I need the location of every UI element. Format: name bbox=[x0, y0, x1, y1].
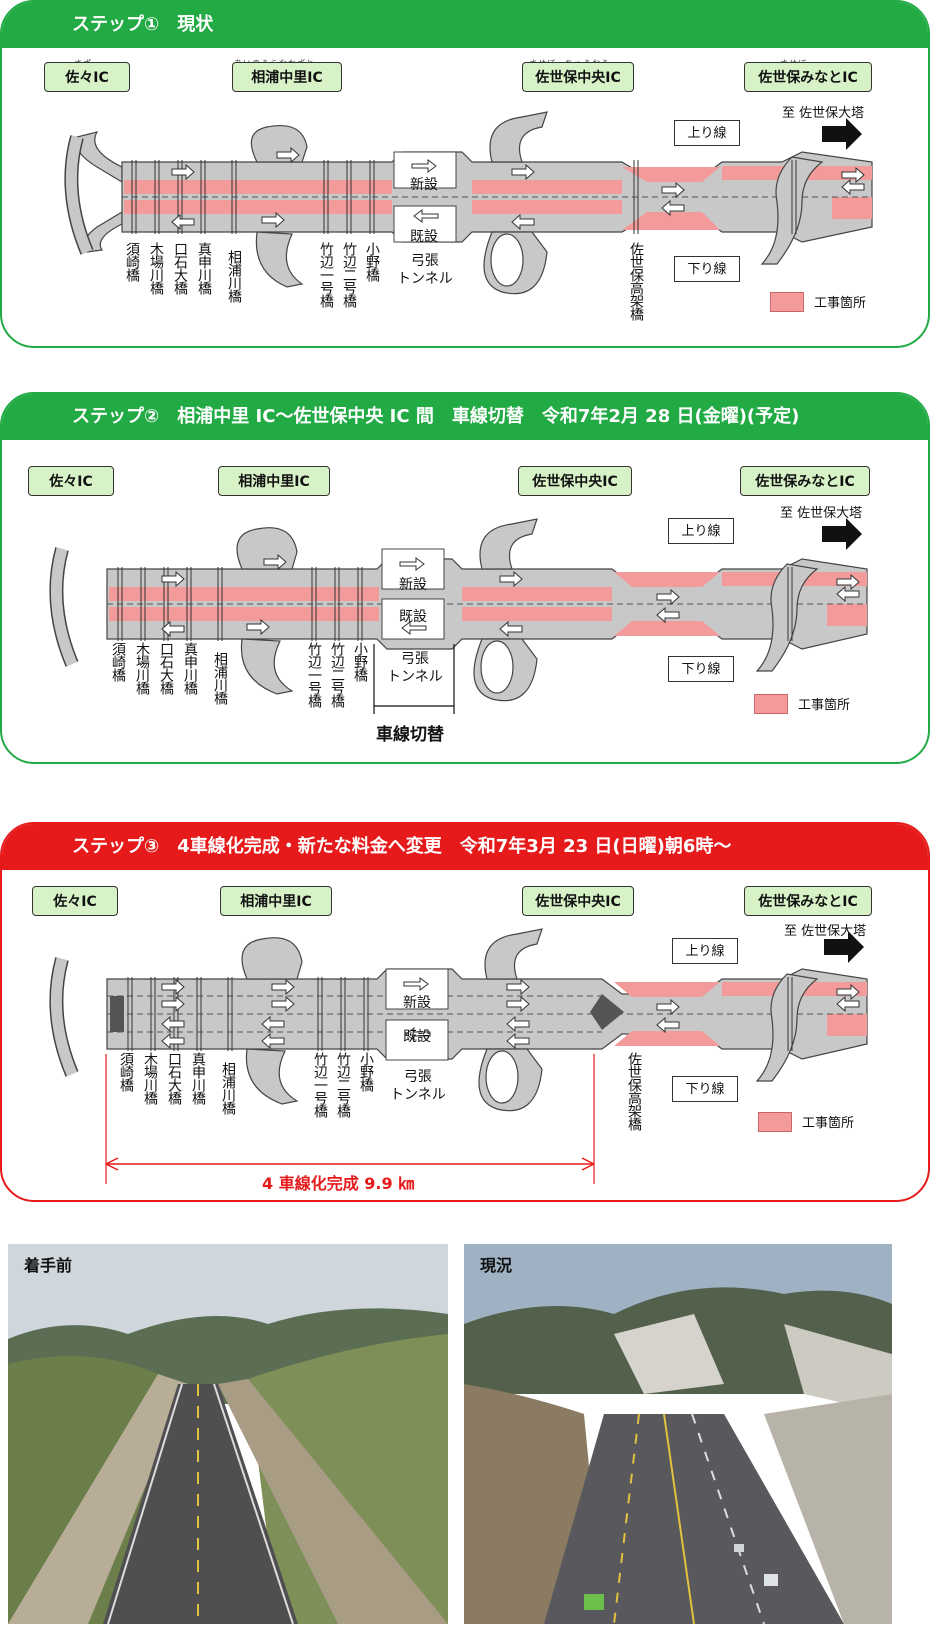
tunnel-existing-box: 既設 bbox=[388, 1026, 446, 1062]
bridge-sunezaki: 須崎橋 bbox=[124, 242, 140, 281]
legend-label: 工事箇所 bbox=[798, 698, 851, 713]
up-line-box: 上り線 bbox=[674, 120, 740, 146]
step3-panel: ステップ③ 4車線化完成・新たな料金へ変更 令和7年3月 23 日(日曜)朝6時… bbox=[0, 822, 930, 1202]
step3-title: ステップ③ 4車線化完成・新たな料金へ変更 令和7年3月 23 日(日曜)朝6時… bbox=[2, 824, 928, 870]
tunnel-existing-label: 既設 bbox=[403, 1029, 431, 1045]
tunnel-new-label: 新設 bbox=[410, 177, 438, 193]
tunnel-name: 弓張 トンネル bbox=[397, 253, 453, 287]
bridge-shinmogawa: 真申川橋 bbox=[196, 242, 212, 294]
bridge-sasebo-kouka: 佐世保高架橋 bbox=[626, 1052, 642, 1130]
ic-sasebo-minato: 佐世保みなとIC bbox=[744, 62, 872, 92]
step1-title: ステップ① 現状 bbox=[2, 2, 928, 48]
legend-label: 工事箇所 bbox=[814, 296, 867, 311]
legend-swatch bbox=[758, 1112, 792, 1132]
bridge-sunezaki: 須崎橋 bbox=[118, 1052, 134, 1091]
bridge-takenabe2: 竹辺二号橋 bbox=[335, 1052, 351, 1117]
lane-switch-label: 車線切替 bbox=[376, 725, 444, 745]
tunnel-name: 弓張 トンネル bbox=[387, 651, 443, 685]
destination-label: 至 佐世保大塔 bbox=[782, 106, 865, 121]
ic-sasa: 佐々IC bbox=[32, 886, 118, 916]
up-line-box: 上り線 bbox=[672, 938, 738, 964]
ic-sasebo-chuo: 佐世保中央IC bbox=[518, 466, 632, 496]
step3-road-diagram bbox=[49, 928, 868, 1184]
step2-road-diagram bbox=[49, 518, 868, 714]
tunnel-new-box: 新設 bbox=[384, 574, 442, 610]
tunnel-existing-label: 既設 bbox=[399, 609, 427, 625]
destination-label: 至 佐世保大塔 bbox=[780, 506, 863, 521]
bridge-kuchiishio: 口石大橋 bbox=[166, 1052, 182, 1104]
bridge-takenabe2: 竹辺二号橋 bbox=[329, 642, 345, 707]
photo-current-title: 現況 bbox=[480, 1256, 513, 1275]
completion-label: 4 車線化完成 9.9 ㎞ bbox=[262, 1174, 415, 1193]
ic-sasa: 佐々IC bbox=[44, 62, 130, 92]
bridge-ainouragawa: 相浦川橋 bbox=[226, 250, 242, 302]
bridge-takenabe1: 竹辺一号橋 bbox=[318, 242, 334, 307]
bridge-kibagawa: 木場川橋 bbox=[134, 642, 150, 694]
down-line-box: 下り線 bbox=[668, 656, 734, 682]
bridge-ono: 小野橋 bbox=[364, 242, 380, 281]
photo-before-title: 着手前 bbox=[24, 1256, 73, 1275]
bridge-ono: 小野橋 bbox=[352, 642, 368, 681]
photo-current-scene bbox=[464, 1244, 892, 1624]
bridge-kibagawa: 木場川橋 bbox=[142, 1052, 158, 1104]
destination-label: 至 佐世保大塔 bbox=[784, 924, 867, 939]
tunnel-new-label: 新設 bbox=[399, 577, 427, 593]
step2-panel: ステップ② 相浦中里 IC～佐世保中央 IC 間 車線切替 令和7年2月 28 … bbox=[0, 392, 930, 764]
ic-sasa: 佐々IC bbox=[28, 466, 114, 496]
bridge-shinmogawa: 真申川橋 bbox=[182, 642, 198, 694]
bridge-sasebo-kouka: 佐世保高架橋 bbox=[628, 242, 644, 320]
legend-swatch bbox=[754, 694, 788, 714]
down-line-box: 下り線 bbox=[672, 1076, 738, 1102]
bridge-ainouragawa: 相浦川橋 bbox=[212, 652, 228, 704]
bridge-ono: 小野橋 bbox=[358, 1052, 374, 1091]
photo-before-scene bbox=[8, 1244, 448, 1624]
photo-before: 着手前 bbox=[8, 1244, 448, 1624]
step2-title: ステップ② 相浦中里 IC～佐世保中央 IC 間 車線切替 令和7年2月 28 … bbox=[2, 394, 928, 440]
legend-swatch bbox=[770, 292, 804, 312]
tunnel-name: 弓張 トンネル bbox=[390, 1069, 446, 1103]
up-line-box: 上り線 bbox=[668, 518, 734, 544]
down-line-box: 下り線 bbox=[674, 256, 740, 282]
ic-sasebo-minato: 佐世保みなとIC bbox=[744, 886, 872, 916]
bridge-kuchiishio: 口石大橋 bbox=[158, 642, 174, 694]
tunnel-new-label: 新設 bbox=[403, 995, 431, 1011]
step1-panel: ステップ① 現状 bbox=[0, 0, 930, 348]
bridge-shinmogawa: 真申川橋 bbox=[190, 1052, 206, 1104]
ic-ainoura: 相浦中里IC bbox=[218, 466, 330, 496]
tunnel-existing-box: 既設 bbox=[395, 226, 453, 262]
tunnel-new-box: 新設 bbox=[395, 174, 453, 210]
bridge-kibagawa: 木場川橋 bbox=[148, 242, 164, 294]
tunnel-existing-box: 既設 bbox=[384, 606, 442, 642]
ic-sasebo-minato: 佐世保みなとIC bbox=[740, 466, 870, 496]
bridge-takenabe1: 竹辺一号橋 bbox=[312, 1052, 328, 1117]
ic-sasebo-chuo: 佐世保中央IC bbox=[522, 886, 634, 916]
ic-ainoura: 相浦中里IC bbox=[220, 886, 332, 916]
tunnel-existing-label: 既設 bbox=[410, 229, 438, 245]
bridge-ainouragawa: 相浦川橋 bbox=[220, 1062, 236, 1114]
tunnel-new-box: 新設 bbox=[388, 992, 446, 1028]
photo-current: 現況 bbox=[464, 1244, 892, 1624]
bridge-takenabe1: 竹辺一号橋 bbox=[306, 642, 322, 707]
bridge-sunezaki: 須崎橋 bbox=[110, 642, 126, 681]
ic-sasebo-chuo: 佐世保中央IC bbox=[522, 62, 634, 92]
bridge-takenabe2: 竹辺二号橋 bbox=[341, 242, 357, 307]
ic-ainoura: 相浦中里IC bbox=[232, 62, 342, 92]
legend-label: 工事箇所 bbox=[802, 1116, 855, 1131]
bridge-kuchiishio: 口石大橋 bbox=[172, 242, 188, 294]
step1-road-diagram bbox=[64, 111, 873, 295]
